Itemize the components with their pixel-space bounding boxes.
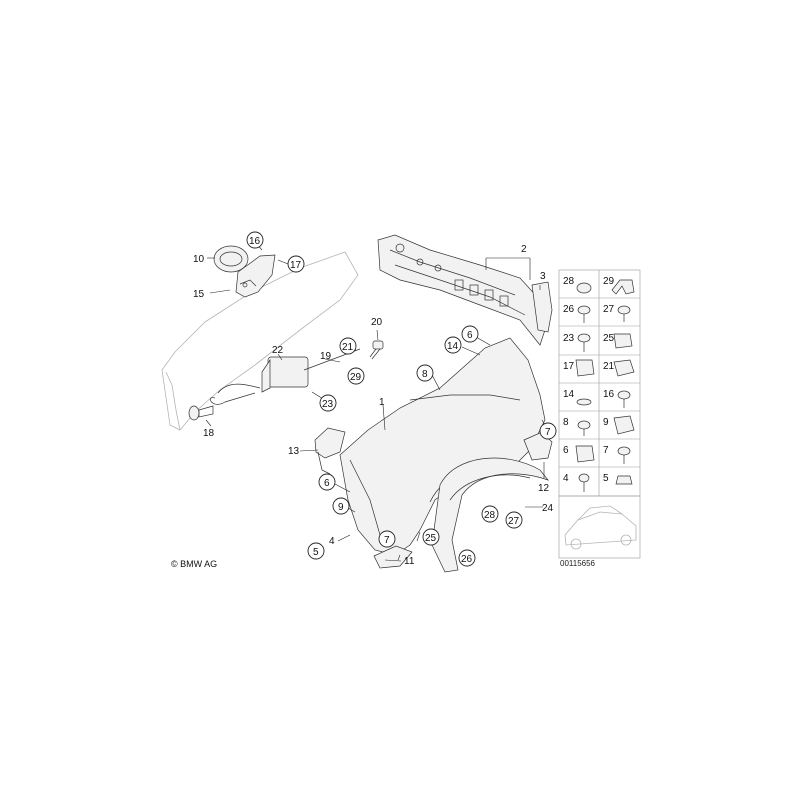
callout-22: 22 (272, 345, 284, 356)
callout-29: 29 (350, 372, 362, 383)
callout-20: 20 (371, 317, 383, 328)
callout-8: 8 (422, 369, 428, 380)
callout-18: 18 (203, 428, 215, 439)
callout-5: 5 (313, 547, 319, 558)
callout-3: 3 (540, 271, 546, 282)
grid-label-6: 6 (563, 445, 569, 456)
callout-13: 13 (288, 446, 300, 457)
callouts: 10 15 22 19 18 2 3 1 13 12 24 11 4 20 16… (193, 231, 557, 567)
grid-label-16: 16 (603, 389, 615, 400)
callout-7b: 7 (384, 535, 390, 546)
callout-1: 1 (379, 397, 385, 408)
grid-label-7: 7 (603, 445, 609, 456)
fastener-grid (558, 269, 641, 559)
callout-19: 19 (320, 351, 332, 362)
callout-12: 12 (538, 483, 550, 494)
pin-20 (369, 340, 384, 360)
callout-16: 16 (249, 236, 261, 247)
callout-28: 28 (484, 510, 496, 521)
copyright-notice: © BMW AG (171, 559, 217, 569)
bracket-12 (523, 431, 553, 461)
fastener-grid-cells: 28 29 26 27 23 25 17 21 14 16 8 9 6 7 4 … (563, 276, 637, 550)
grid-label-4: 4 (563, 473, 569, 484)
bracket-11 (373, 545, 413, 569)
callout-26: 26 (461, 554, 473, 565)
callout-17: 17 (290, 260, 302, 271)
callout-11: 11 (404, 556, 415, 567)
fender-support-rail (377, 234, 553, 346)
wheel-arch-liner (431, 457, 550, 573)
callout-15: 15 (193, 289, 205, 300)
callout-7a: 7 (545, 427, 551, 438)
grid-label-21: 21 (603, 361, 615, 372)
grid-label-27: 27 (603, 304, 615, 315)
callout-6a: 6 (467, 330, 473, 341)
door-outline-ghost (161, 251, 359, 431)
callout-23: 23 (322, 399, 334, 410)
grid-label-9: 9 (603, 417, 609, 428)
grid-label-14: 14 (563, 389, 575, 400)
callout-6b: 6 (324, 478, 330, 489)
grid-label-28: 28 (563, 276, 575, 287)
grid-label-29: 29 (603, 276, 615, 287)
callout-14: 14 (447, 341, 459, 352)
fuel-filler-flap (213, 245, 276, 298)
grid-label-17: 17 (563, 361, 575, 372)
callout-2: 2 (521, 244, 527, 255)
diagram-reference-number: 00115656 (560, 559, 596, 568)
callout-4: 4 (329, 536, 335, 547)
callout-25: 25 (425, 533, 437, 544)
car-silhouette-icon (564, 505, 637, 550)
callout-10: 10 (193, 254, 205, 265)
grid-label-8: 8 (563, 417, 569, 428)
screw-18 (188, 405, 214, 421)
grid-label-26: 26 (563, 304, 575, 315)
callout-27: 27 (508, 516, 520, 527)
fuel-flap-actuator (209, 348, 361, 405)
grid-label-5: 5 (603, 473, 609, 484)
callout-24: 24 (542, 503, 554, 514)
grid-label-23: 23 (563, 333, 575, 344)
callout-21: 21 (342, 342, 354, 353)
callout-9: 9 (338, 502, 344, 513)
bracket-13 (314, 427, 346, 475)
grid-label-25: 25 (603, 333, 615, 344)
